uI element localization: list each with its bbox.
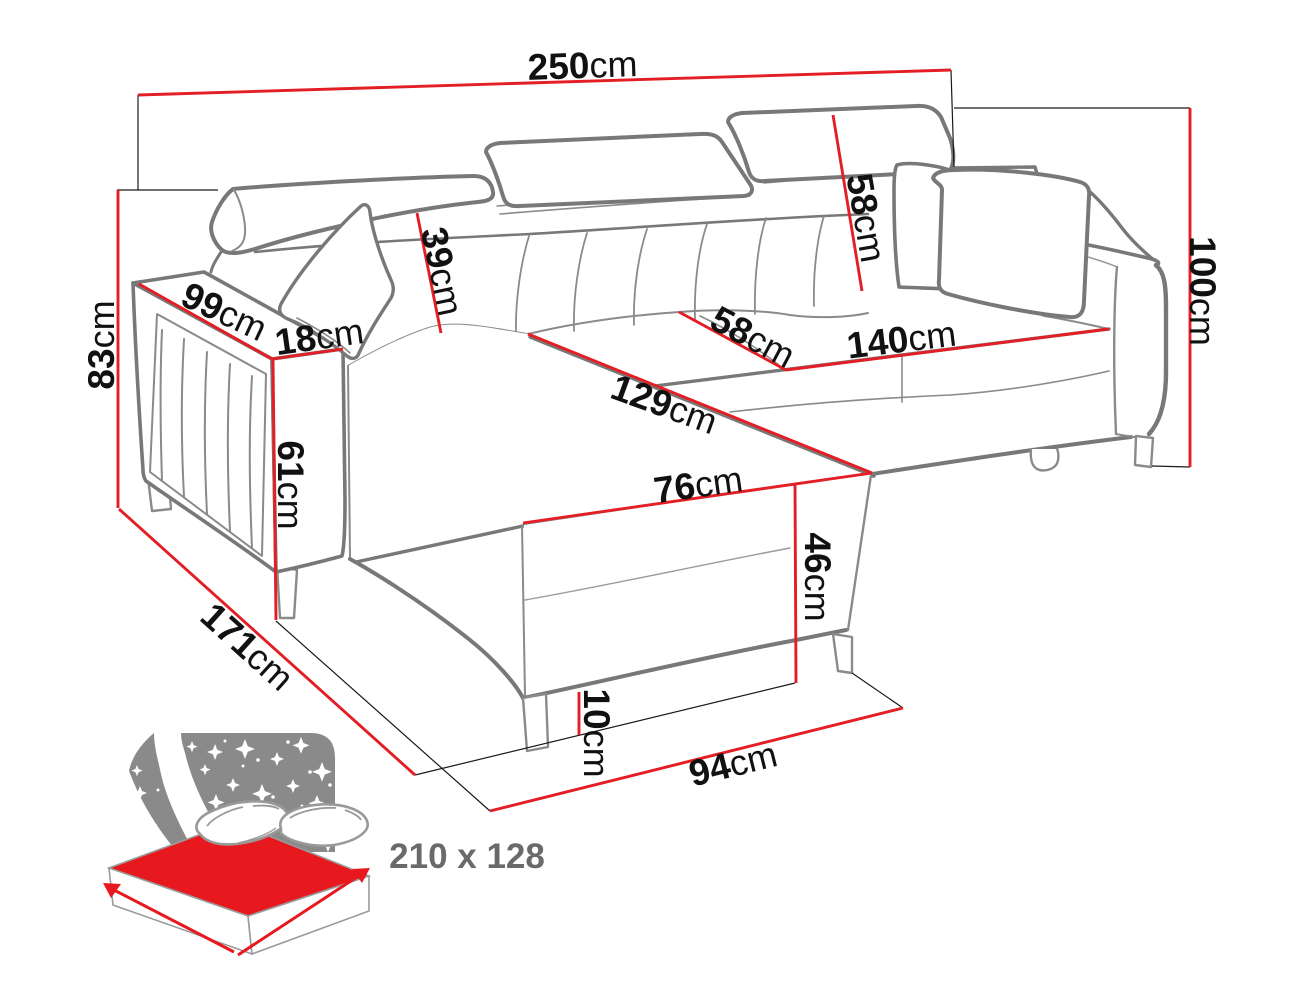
svg-text:140cm: 140cm [845, 313, 959, 367]
svg-text:94cm: 94cm [685, 733, 781, 794]
svg-text:10cm: 10cm [576, 688, 617, 777]
svg-text:18cm: 18cm [272, 310, 366, 363]
svg-text:58cm: 58cm [704, 298, 802, 376]
svg-text:210 x 128: 210 x 128 [389, 837, 545, 876]
svg-text:58cm: 58cm [838, 170, 894, 265]
svg-text:100cm: 100cm [1182, 236, 1223, 346]
svg-text:83cm: 83cm [81, 300, 122, 389]
svg-text:46cm: 46cm [797, 532, 838, 621]
svg-text:76cm: 76cm [651, 458, 745, 511]
svg-text:39cm: 39cm [413, 224, 472, 320]
svg-text:250cm: 250cm [527, 43, 638, 88]
svg-text:61cm: 61cm [270, 440, 311, 529]
